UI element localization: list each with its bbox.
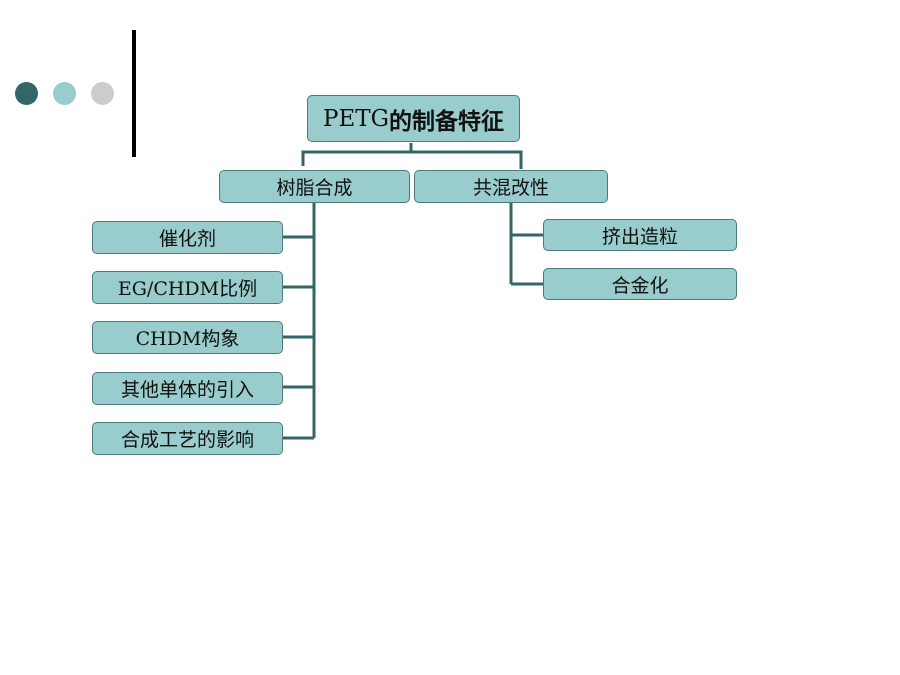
decor-dot-grey [91,82,114,105]
decor-dot-light [53,82,76,105]
leaf-node-catalyst: 催化剂 [92,221,283,254]
leaf-node-alloying: 合金化 [543,268,737,300]
leaf-node-eg-chdm-ratio: EG/CHDM比例 [92,271,283,304]
root-node-label-latin: PETG [323,105,389,132]
root-node-label-cjk: 的制备特征 [388,108,504,135]
decor-dot-dark [15,82,38,105]
leaf-node-process-influence: 合成工艺的影响 [92,422,283,455]
branch-node-blend-modification: 共混改性 [414,170,608,203]
leaf-node-chdm-conformation: CHDM构象 [92,321,283,354]
leaf-node-other-monomers: 其他单体的引入 [92,372,283,405]
decor-vertical-bar [132,30,136,157]
root-to-branches-connector [301,143,523,169]
branch2-children-connector [509,203,543,286]
leaf-node-extrusion-pelletizing: 挤出造粒 [543,219,737,251]
branch-node-resin-synthesis: 树脂合成 [219,170,410,203]
branch1-children-connector [283,203,316,440]
